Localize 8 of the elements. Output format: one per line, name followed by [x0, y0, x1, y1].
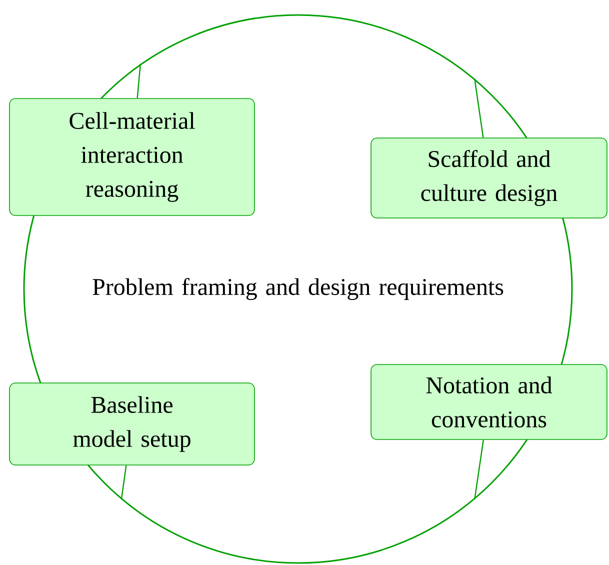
- connector-line: [120, 465, 127, 500]
- topic-box: Cell-material interaction reasoning: [9, 98, 255, 216]
- topic-box: Baseline model setup: [9, 382, 255, 466]
- topic-box: Notation and conventions: [370, 364, 608, 440]
- connector-line: [136, 64, 142, 98]
- connector-line: [474, 78, 484, 138]
- topic-box: Scaffold and culture design: [370, 138, 608, 218]
- connector-line: [474, 440, 484, 500]
